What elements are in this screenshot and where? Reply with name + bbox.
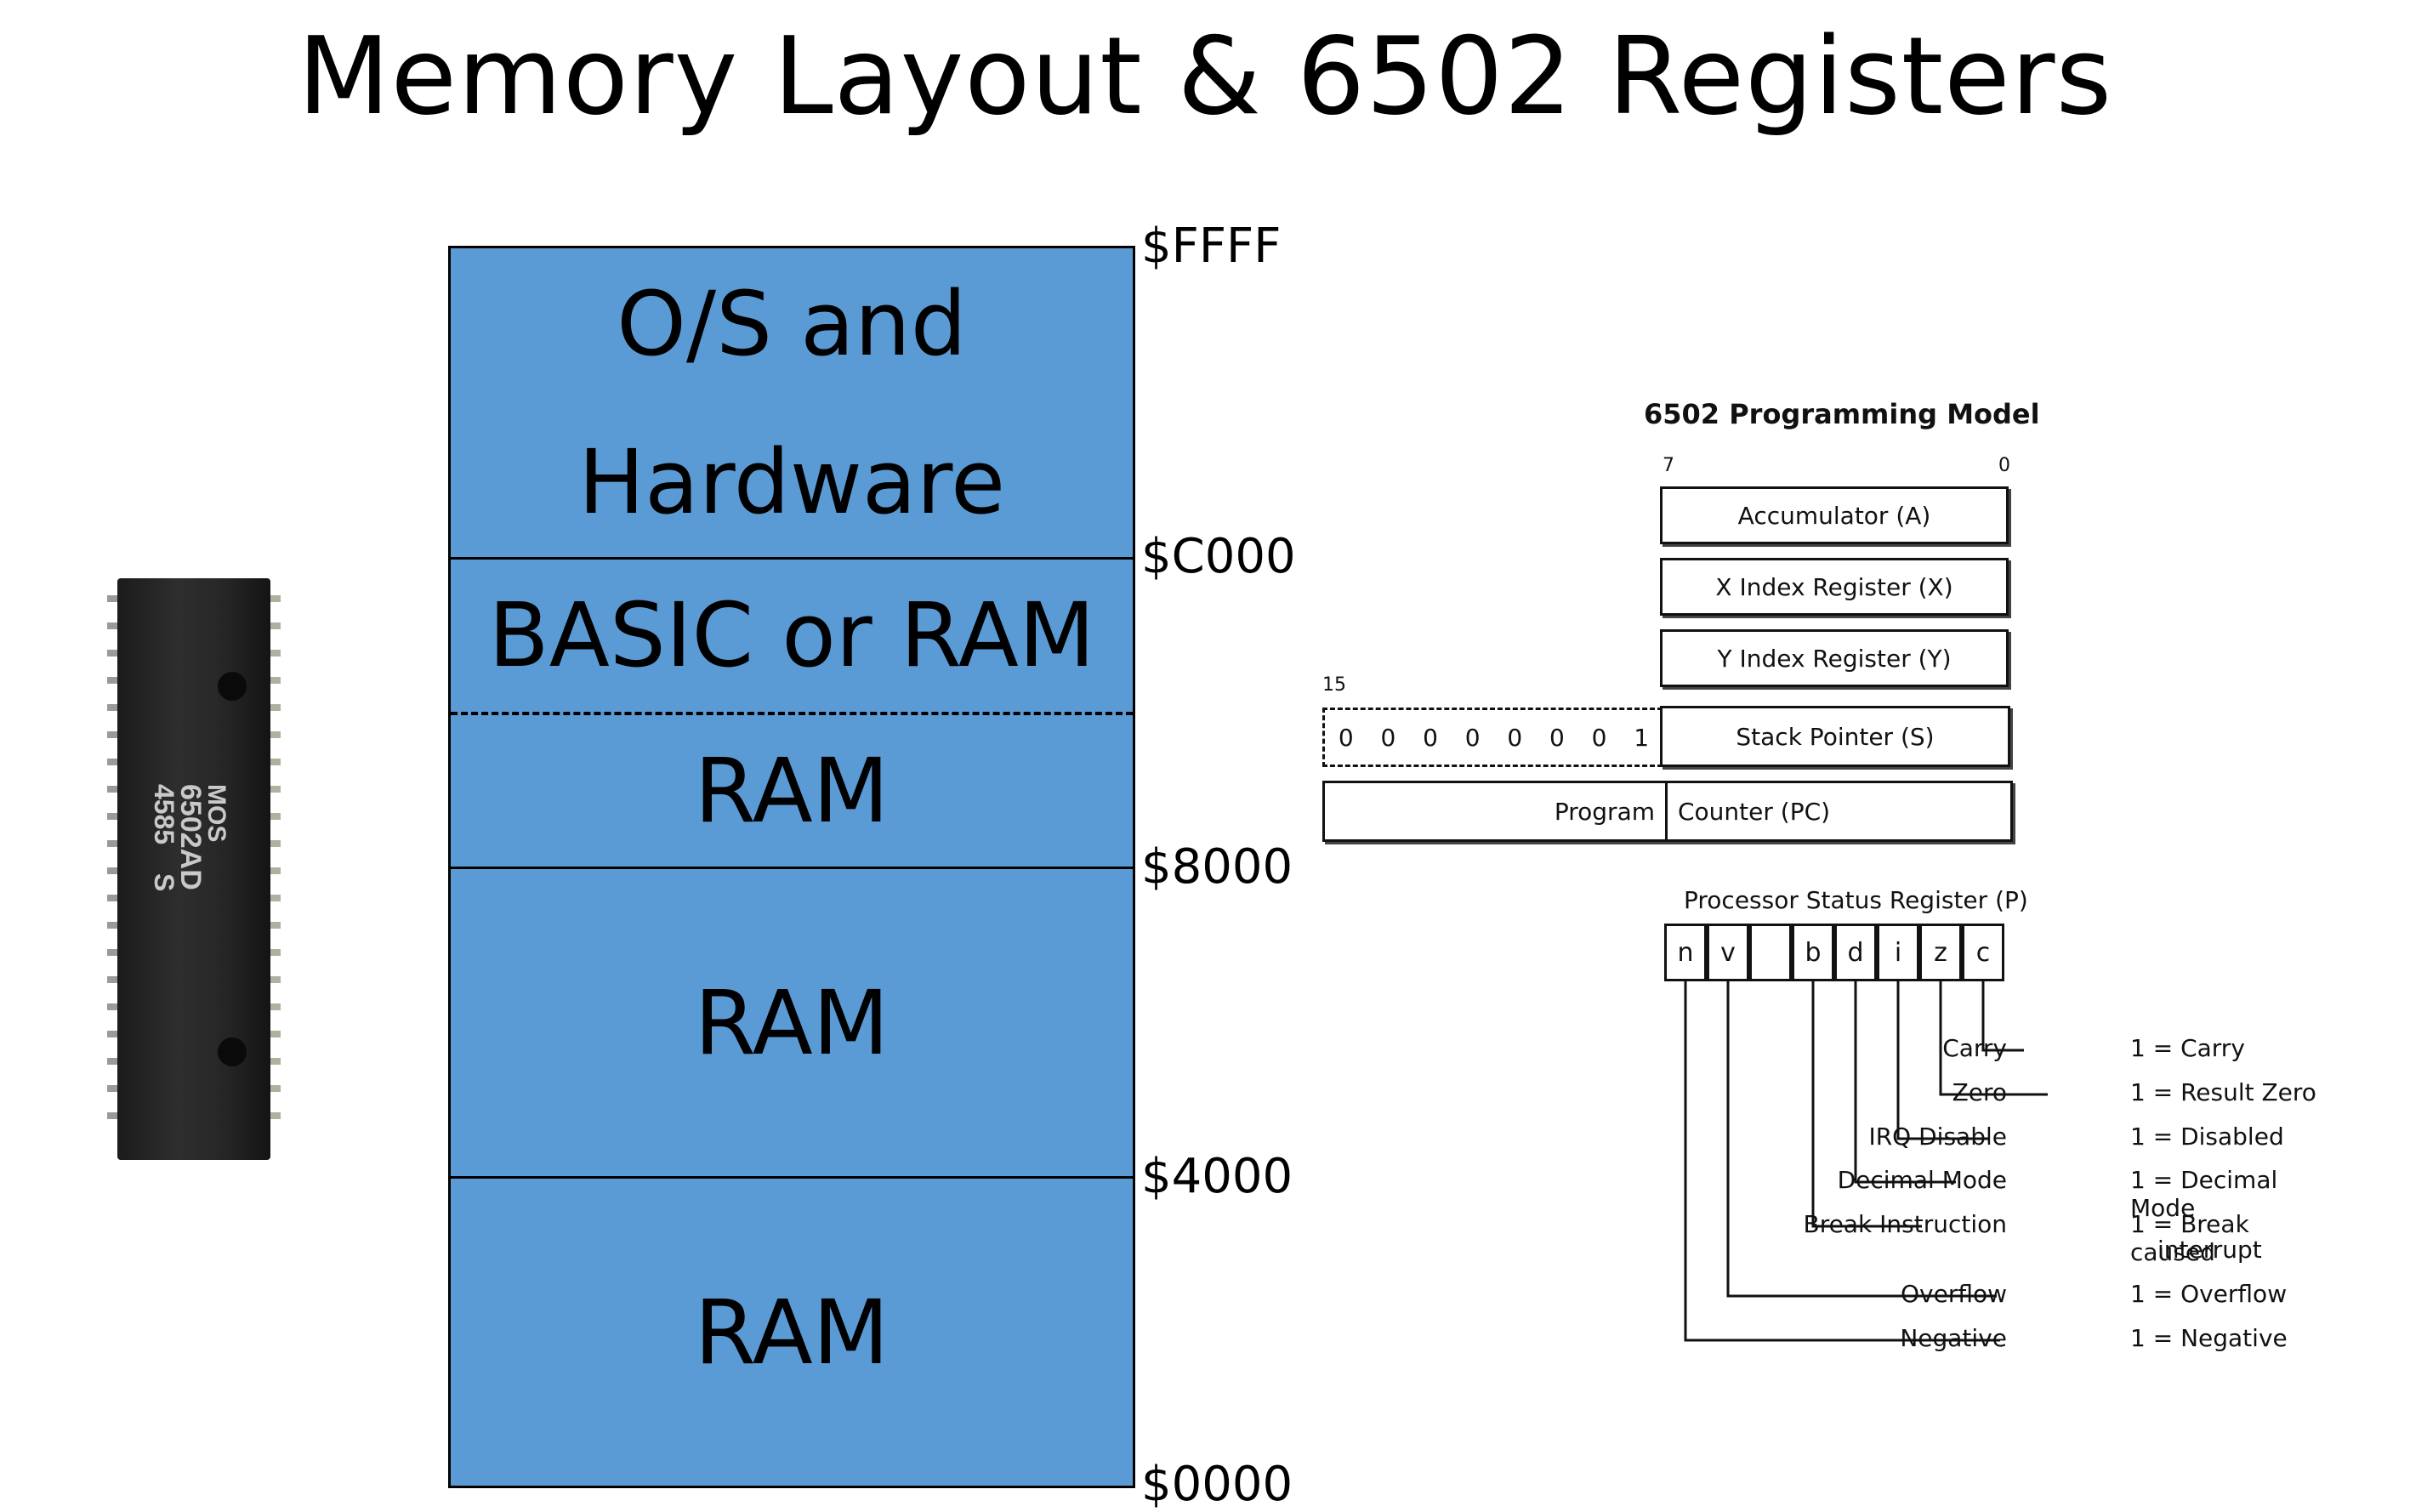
stack-bit: 0 bbox=[1464, 723, 1481, 752]
stack-high-byte: 0 0 0 0 0 0 0 1 bbox=[1322, 708, 1663, 767]
flag-meaning-zero: 1 = Result Zero bbox=[2130, 1078, 2316, 1106]
flag-name-overflow: Overflow bbox=[1900, 1280, 2007, 1308]
mem-block-ram-upper: RAM bbox=[694, 739, 890, 843]
pc-divider bbox=[1665, 783, 1668, 839]
stack-bit: 0 bbox=[1380, 723, 1396, 752]
flag-name-carry: Carry bbox=[1942, 1034, 2007, 1062]
status-register-label: Processor Status Register (P) bbox=[1684, 886, 2028, 914]
register-accumulator: Accumulator (A) bbox=[1660, 486, 2009, 544]
chip-body bbox=[117, 578, 270, 1160]
flag-meaning-irq: 1 = Disabled bbox=[2130, 1123, 2284, 1151]
mem-block-ram-middle: RAM bbox=[694, 971, 890, 1075]
register-x-index: X Index Register (X) bbox=[1660, 558, 2009, 616]
pc-label-left: Program bbox=[1554, 797, 1655, 826]
chip-date-code: 4585 bbox=[149, 784, 179, 845]
stack-bit: 0 bbox=[1591, 723, 1607, 752]
flag-connector-lines bbox=[1684, 981, 2048, 1342]
flag-meaning-break-line2: interrupt bbox=[2157, 1236, 2262, 1264]
chip-notch bbox=[218, 672, 247, 701]
chip-suffix: S bbox=[149, 873, 179, 892]
cpu-chip-image: MOS 6502AD 4585 S bbox=[92, 571, 296, 1167]
bit-label-7: 7 bbox=[1663, 455, 1674, 476]
flag-meaning-break: 1 = Break caused bbox=[2130, 1210, 2249, 1266]
chip-notch bbox=[218, 1037, 247, 1066]
programming-model-title: 6502 Programming Model bbox=[1644, 398, 2040, 430]
divider-a000-dashed bbox=[451, 712, 1133, 715]
flag-name-irq: IRQ Disable bbox=[1868, 1123, 2007, 1151]
flag-meaning-carry: 1 = Carry bbox=[2130, 1034, 2245, 1062]
divider-c000 bbox=[451, 557, 1133, 560]
address-0000: $0000 bbox=[1141, 1457, 1293, 1512]
chip-marking: MOS 6502AD 4585 S bbox=[149, 784, 232, 954]
mem-block-basic: BASIC or RAM bbox=[488, 583, 1095, 687]
flag-n: n bbox=[1664, 924, 1707, 981]
bit-label-15: 15 bbox=[1322, 674, 1346, 696]
flag-name-negative: Negative bbox=[1900, 1324, 2007, 1352]
programming-model: 6502 Programming Model 7 0 Accumulator (… bbox=[1310, 391, 2330, 1378]
mem-block-os-line1: O/S and bbox=[617, 272, 967, 376]
address-c000: $C000 bbox=[1141, 529, 1296, 584]
flag-name-break: Break Instruction bbox=[1803, 1210, 2007, 1238]
bit-label-0: 0 bbox=[1998, 455, 2010, 476]
address-4000: $4000 bbox=[1141, 1149, 1293, 1204]
slide-title: Memory Layout & 6502 Registers bbox=[297, 14, 2113, 139]
flag-meaning-overflow: 1 = Overflow bbox=[2130, 1280, 2288, 1308]
divider-8000 bbox=[451, 867, 1133, 869]
mem-block-os-line2: Hardware bbox=[577, 430, 1006, 534]
flag-z: z bbox=[1919, 924, 1962, 981]
flag-meaning-decimal: 1 = Decimal Mode bbox=[2130, 1166, 2278, 1222]
flag-name-decimal: Decimal Mode bbox=[1837, 1166, 2007, 1194]
register-stack-pointer: Stack Pointer (S) bbox=[1660, 706, 2010, 767]
stack-bit: 0 bbox=[1549, 723, 1565, 752]
flag-d: d bbox=[1834, 924, 1877, 981]
address-8000: $8000 bbox=[1141, 839, 1293, 895]
register-y-index: Y Index Register (Y) bbox=[1660, 629, 2009, 687]
mem-block-ram-lower: RAM bbox=[694, 1281, 890, 1384]
pc-label-right: Counter (PC) bbox=[1678, 797, 1831, 826]
address-ffff: $FFFF bbox=[1141, 219, 1282, 274]
flag-name-zero: Zero bbox=[1952, 1078, 2007, 1106]
divider-4000 bbox=[451, 1176, 1133, 1179]
flag-c: c bbox=[1962, 924, 2004, 981]
flag-i: i bbox=[1877, 924, 1919, 981]
stack-bit: 0 bbox=[1338, 723, 1354, 752]
memory-map: O/S and Hardware BASIC or RAM RAM RAM RA… bbox=[448, 246, 1135, 1488]
stack-bit: 1 bbox=[1634, 723, 1650, 752]
flag-v: v bbox=[1707, 924, 1749, 981]
flag-meaning-negative: 1 = Negative bbox=[2130, 1324, 2288, 1352]
stack-bit: 0 bbox=[1423, 723, 1438, 752]
stack-bit: 0 bbox=[1507, 723, 1523, 752]
flag-b: b bbox=[1792, 924, 1834, 981]
left-pins bbox=[107, 595, 119, 1148]
right-pins bbox=[269, 595, 281, 1148]
register-program-counter: Program Counter (PC) bbox=[1322, 781, 2013, 842]
flag-unused bbox=[1749, 924, 1792, 981]
mem-block-os: O/S and Hardware bbox=[451, 248, 1133, 558]
